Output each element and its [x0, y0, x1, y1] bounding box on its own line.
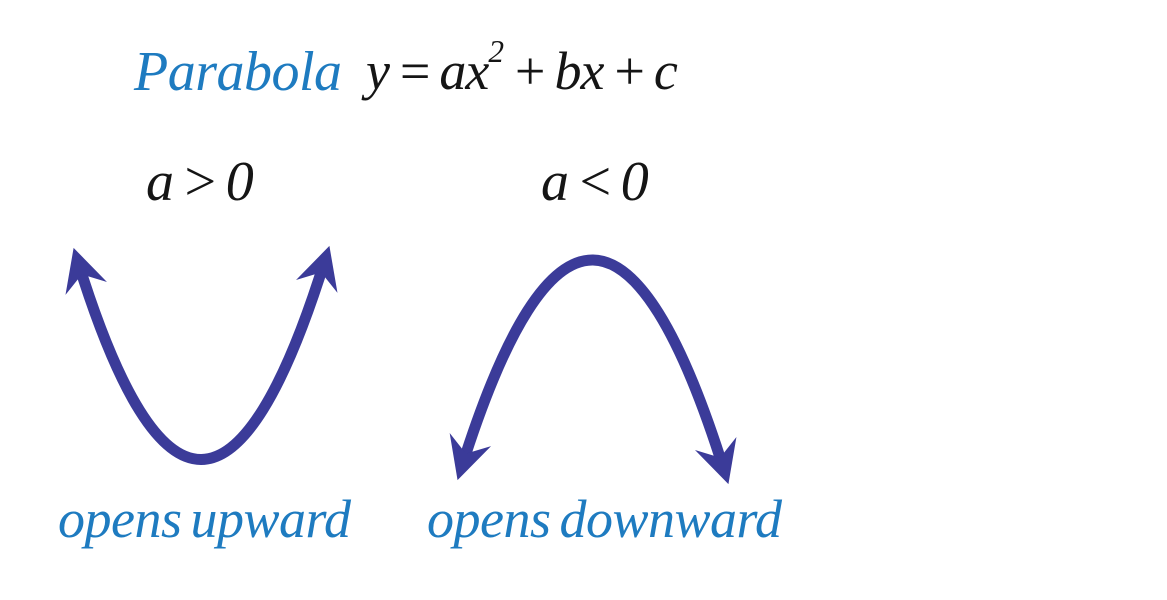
condition-a-positive: a > 0 [146, 151, 254, 213]
equation-prefix: y = ax [366, 41, 489, 101]
quadratic-equation: y = ax2 + bx + c [366, 36, 678, 101]
equation-suffix: + bx + c [504, 41, 678, 101]
diagram-title: Parabola [134, 41, 342, 103]
caption-opens-downward: opens downward [427, 489, 782, 549]
condition-a-negative: a < 0 [541, 151, 649, 213]
upward-parabola-curve [65, 245, 338, 465]
downward-parabola-curve [449, 254, 737, 485]
caption-opens-upward: opens upward [58, 489, 351, 549]
equation-exponent: 2 [488, 34, 505, 70]
